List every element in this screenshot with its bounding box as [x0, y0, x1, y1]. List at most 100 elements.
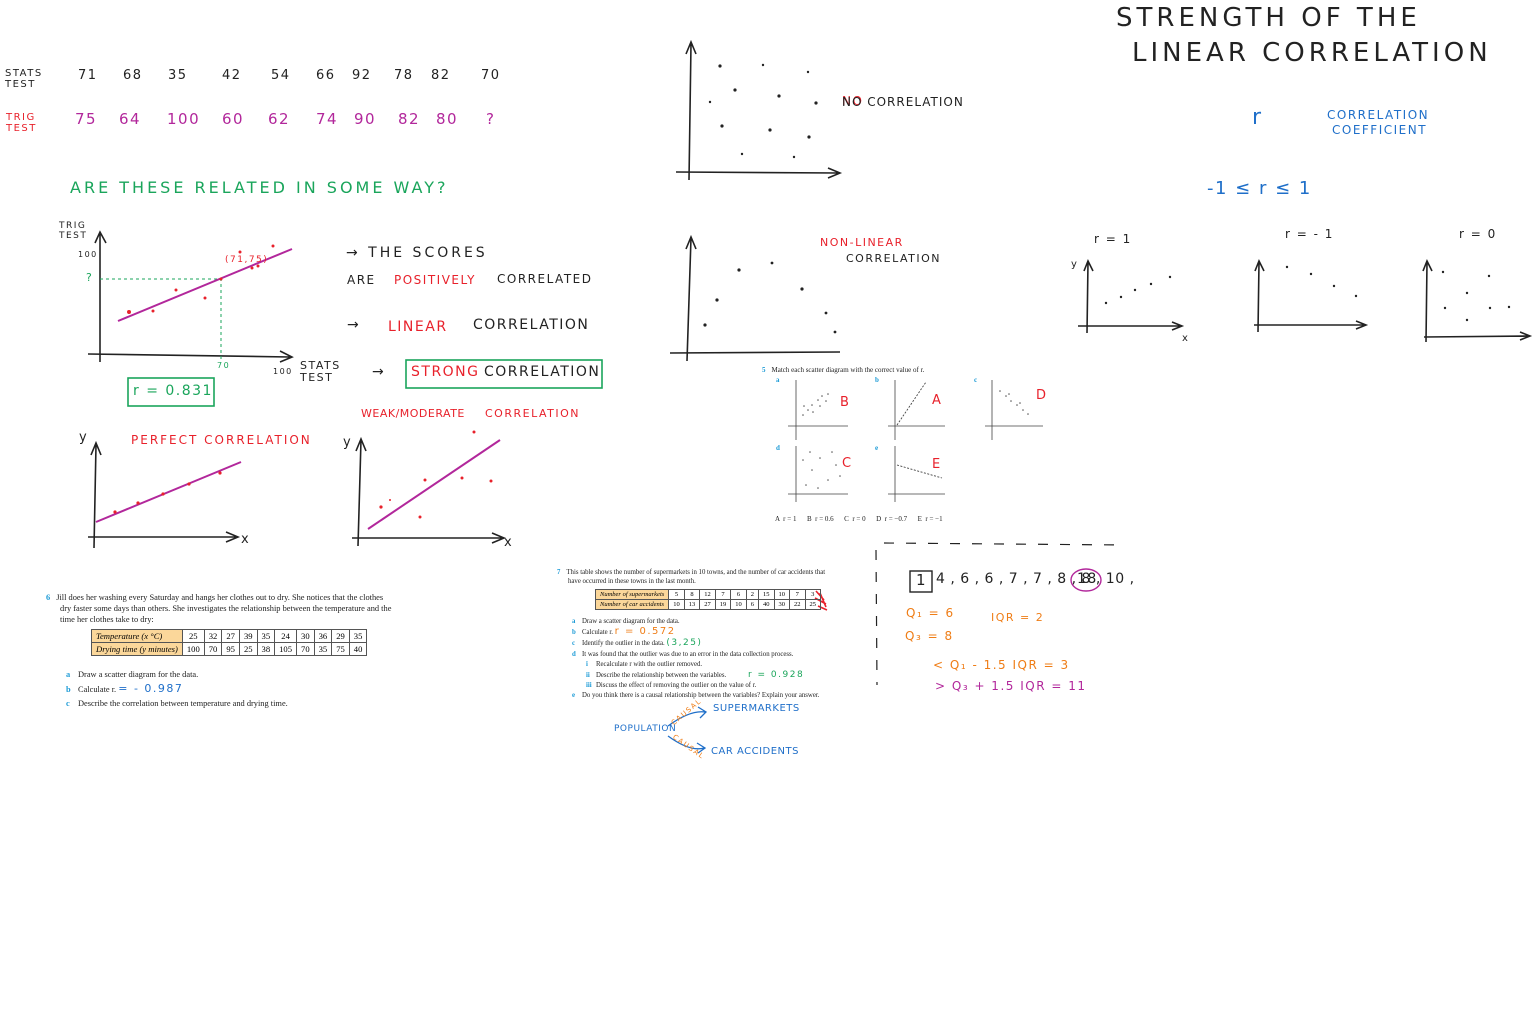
graph1-qmark: ?: [86, 271, 94, 284]
stats-value: 68: [123, 68, 143, 83]
note-correlated: CORRELATED: [497, 272, 593, 286]
q7-table-cell: 2: [745, 589, 760, 600]
q6-table-cell: 25: [238, 642, 258, 656]
stats-value: 92: [352, 68, 372, 83]
no-corr-axes: [675, 39, 843, 181]
q5-part-d: d: [776, 444, 780, 452]
q5-answer: E: [932, 457, 942, 472]
q6-table-cell: 38: [256, 642, 276, 656]
stats-value: 82: [431, 68, 451, 83]
coef-line1: CORRELATION: [1327, 108, 1430, 122]
heading-line2: LINEAR CORRELATION: [1132, 38, 1492, 68]
graph1-xlabel: STATS TEST: [300, 359, 341, 384]
q7-c-answer: (3,25): [666, 638, 703, 649]
iqr-q3: Q₃ = 8: [905, 629, 954, 643]
q6-table-cell: 32: [203, 629, 223, 643]
label-r1: r = 1: [1094, 232, 1132, 246]
perfect-label: PERFECT CORRELATION: [131, 433, 312, 447]
q6-table-row-header: Temperature (x °C): [91, 629, 183, 643]
q7-table-cell: 5: [668, 589, 685, 600]
q5-part-e: e: [875, 444, 879, 452]
q7-table-cell: 10: [773, 589, 791, 600]
q5-mini-dots: [802, 390, 1029, 489]
weak-line: [367, 439, 501, 530]
r-value-box-text: r = 0.831: [133, 383, 213, 399]
q5-options: A r = 1 B r = 0.6 C r = 0 D r = −0.7 E r…: [775, 515, 943, 523]
q6-table-cell: 70: [203, 642, 223, 656]
trig-value: 62: [268, 110, 291, 128]
q7-table-cell: 13: [683, 599, 701, 610]
iqr-value: IQR = 2: [991, 611, 1045, 624]
circle-first: [909, 570, 933, 593]
perfect-points: [113, 471, 222, 514]
non-linear-points: [703, 261, 837, 334]
q7-table-cell: 12: [699, 589, 716, 600]
iqr-lower-fence: < Q₁ - 1.5 IQR = 3: [933, 658, 1070, 672]
q6-table-cell: 39: [238, 629, 258, 643]
stats-value: 78: [394, 68, 414, 83]
q7-table-cell: 25: [804, 599, 822, 610]
q7-b-answer: r = 0.572: [614, 626, 676, 638]
q7-table-cell: 19: [714, 599, 732, 610]
coef-line2: COEFFICIENT: [1332, 123, 1428, 137]
non-linear-l2: CORRELATION: [846, 252, 941, 265]
r1-points: [1104, 275, 1172, 305]
q7-table-cell: 3: [804, 589, 822, 600]
stats-value: 66: [316, 68, 336, 83]
q5-part-b: b: [875, 376, 879, 384]
q6-table-cell: 24: [274, 629, 298, 643]
graph1-point-label: (71,75): [225, 255, 269, 265]
weak-points: [379, 430, 493, 519]
rm1-axes: [1254, 259, 1369, 333]
note-weak: WEAK/MODERATE: [361, 407, 465, 420]
q6-table-cell: 105: [274, 642, 298, 656]
stats-row-label: STATS TEST: [5, 68, 43, 90]
r0-points: [1441, 270, 1511, 322]
r-box: [127, 377, 215, 407]
stats-value: 42: [222, 68, 242, 83]
strong-box: [405, 359, 603, 389]
q7-dii-answer: r = 0.928: [747, 670, 805, 681]
q6-table-cell: 35: [348, 629, 368, 643]
q6-table-cell: 25: [181, 629, 205, 643]
stats-value: 35: [168, 68, 188, 83]
q7-table-cell: 30: [773, 599, 791, 610]
q6-table-cell: 75: [331, 642, 350, 656]
iqr-data-last: 18: [1077, 571, 1098, 587]
note-arrow-linear: →: [347, 317, 361, 333]
circle-last: [1070, 568, 1102, 592]
label-r0: r = 0: [1459, 227, 1497, 241]
perfect-line: [95, 461, 242, 523]
q7-population: POPULATION: [614, 724, 677, 734]
q5-b-line: [896, 381, 927, 426]
stats-value: 71: [78, 68, 98, 83]
r-range: -1 ≤ r ≤ 1: [1207, 178, 1312, 199]
label-rm1: r = - 1: [1285, 227, 1334, 241]
q7-table-row-header: Number of car accidents: [594, 599, 670, 610]
trig-value: 90: [354, 110, 377, 128]
q5-e-line: [896, 464, 943, 479]
q5-answer: C: [842, 456, 853, 471]
iqr-upper-fence: > Q₃ + 1.5 IQR = 11: [935, 679, 1087, 693]
note-strong-correlation: CORRELATION: [484, 364, 601, 380]
q5-answer: D: [1036, 388, 1048, 403]
trig-value: 100: [167, 110, 201, 128]
q7-causal-arrows: [667, 706, 708, 754]
q5-mini-axes: [788, 380, 1043, 502]
stats-value: 70: [481, 68, 501, 83]
iqr-data-mid: 4 , 6 , 6 , 7 , 7 , 8 , 8 , 10 ,: [936, 571, 1135, 587]
stats-value: 54: [271, 68, 291, 83]
q7-table-cell: 15: [758, 589, 775, 600]
trig-value: 74: [316, 110, 339, 128]
graph1-axes: [87, 230, 294, 363]
q5-part-c: c: [974, 376, 978, 384]
note-positively: POSITIVELY: [394, 273, 476, 287]
